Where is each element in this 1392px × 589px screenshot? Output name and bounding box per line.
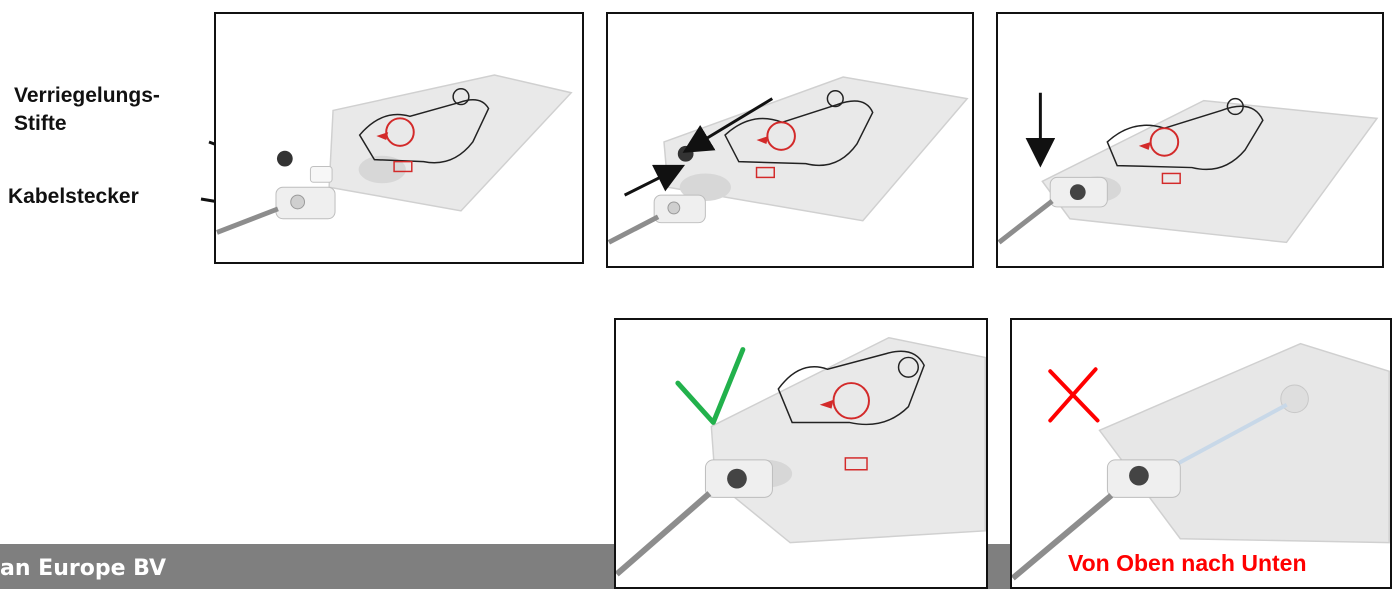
panel-step-1 bbox=[214, 12, 584, 264]
check-icon bbox=[678, 350, 743, 423]
panel-correct bbox=[614, 318, 988, 589]
panel-step-3 bbox=[996, 12, 1384, 268]
caption-top-to-bottom: Von Oben nach Unten bbox=[1068, 550, 1307, 577]
footer-company: an Europe BV bbox=[0, 556, 166, 581]
cross-icon bbox=[1050, 369, 1097, 420]
label-locking-pins: Verriegelungs- Stifte bbox=[14, 82, 160, 137]
panel-step-2 bbox=[606, 12, 974, 268]
label-cable-plug: Kabelstecker bbox=[8, 183, 139, 211]
panel-incorrect bbox=[1010, 318, 1392, 589]
